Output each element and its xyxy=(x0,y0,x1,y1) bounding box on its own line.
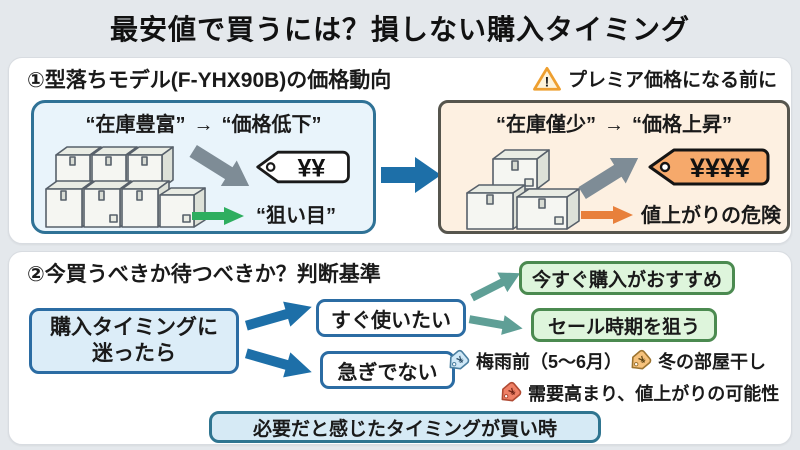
result-wait-sale-box: セール時期を狙う xyxy=(531,308,717,342)
price-tag-high-label: ¥¥¥¥ xyxy=(690,153,750,183)
option-use-soon-label: すぐ使いたい xyxy=(331,309,451,332)
price-risk-label: 値上がりの危険 xyxy=(641,205,781,227)
warning-label: プレミア価格になる前に xyxy=(567,70,777,91)
good-deal-label: “狙い目” xyxy=(256,205,336,227)
section2-panel: ②今買うべきか待つべきか？判断基準 購入タイミングに 迷ったら すぐ使いたい 急… xyxy=(8,251,792,445)
winter-season-label: 冬の部屋干し xyxy=(658,352,767,372)
section1-panel: ①型落ちモデル(F-YHX90B)の価格動向 ! プレミア価格になる前に “在庫… xyxy=(8,57,792,244)
blue-tag-icon: ¥ xyxy=(449,349,470,370)
trend-up-arrow-icon xyxy=(578,158,639,199)
trend-label: “価格低下” xyxy=(221,114,322,136)
risk-arrow-icon xyxy=(581,206,633,224)
premium-warning: ! プレミア価格になる前に xyxy=(533,65,777,92)
scarce-label: “在庫僅少” xyxy=(496,114,596,136)
svg-text:¥: ¥ xyxy=(455,354,467,366)
section1-heading: ①型落ちモデル(F-YHX90B)の価格動向 xyxy=(27,69,392,92)
start-line1: 購入タイミングに xyxy=(50,315,218,339)
warning-triangle-icon: ! xyxy=(533,66,561,91)
svg-text:!: ! xyxy=(545,73,550,89)
branch-arrow-down-icon xyxy=(244,348,312,378)
result-buy-now-box: 今すぐ購入がおすすめ xyxy=(519,261,735,295)
arrow-right-glyph: → xyxy=(604,114,624,136)
old-model-later-box: “在庫僅少” → “価格上昇” ¥¥¥¥ 値上がりの危険 xyxy=(438,100,790,234)
section2-heading: ②今買うべきか待つべきか？判断基準 xyxy=(27,263,381,286)
low-stock-boxes-icon xyxy=(466,149,580,230)
svg-text:¥: ¥ xyxy=(507,386,519,398)
rainy-season-label: 梅雨前（5～6月） xyxy=(476,352,623,372)
svg-text:¥: ¥ xyxy=(637,354,649,366)
price-tag-low-label: ¥¥ xyxy=(298,154,326,182)
arrow-right-glyph: → xyxy=(193,114,214,136)
transition-arrow-icon xyxy=(381,157,441,193)
stock-trend-line: “在庫豊富” → “価格低下” xyxy=(34,108,373,137)
result-buy-now-label: 今すぐ購入がおすすめ xyxy=(531,269,722,291)
option-no-rush-box: 急ぎでない xyxy=(320,351,455,389)
price-tag-high-icon: ¥¥¥¥ xyxy=(648,148,770,186)
price-up-label: “価格上昇” xyxy=(632,114,732,136)
scarce-trend-line: “在庫僅少” → “価格上昇” xyxy=(441,108,787,137)
conclusion-box: 必要だと感じたタイミングが買い時 xyxy=(209,411,601,443)
branch-arrow-up-icon xyxy=(244,301,312,331)
season-timing-row: ¥ 梅雨前（5～6月） ¥ 冬の部屋干し xyxy=(445,348,766,374)
option-no-rush-label: 急ぎでない xyxy=(337,361,438,384)
start-decision-box: 購入タイミングに 迷ったら xyxy=(29,308,239,374)
old-model-now-box: “在庫豊富” → “価格低下” xyxy=(31,100,376,234)
start-line2: 迷ったら xyxy=(92,342,176,365)
page-title: 最安値で買うには？損しない購入タイミング xyxy=(109,14,690,45)
orange-tag-icon: ¥ xyxy=(631,349,652,370)
red-tag-icon: ¥ xyxy=(501,381,522,402)
good-deal-arrow-icon xyxy=(192,207,244,225)
teal-arrow-up-icon xyxy=(470,272,521,302)
result-wait-sale-label: セール時期を狙う xyxy=(547,316,700,338)
demand-note-row: ¥ 需要高まり、値上がりの可能性 xyxy=(497,380,779,406)
demand-note-label: 需要高まり、値上がりの可能性 xyxy=(528,384,780,404)
conclusion-label: 必要だと感じたタイミングが買い時 xyxy=(252,418,557,440)
teal-arrow-right-icon xyxy=(468,315,523,335)
stock-label: “在庫豊富” xyxy=(85,114,186,136)
trend-down-arrow-icon xyxy=(189,145,250,186)
option-use-soon-box: すぐ使いたい xyxy=(316,299,466,337)
price-tag-low-icon: ¥¥ xyxy=(256,150,350,184)
